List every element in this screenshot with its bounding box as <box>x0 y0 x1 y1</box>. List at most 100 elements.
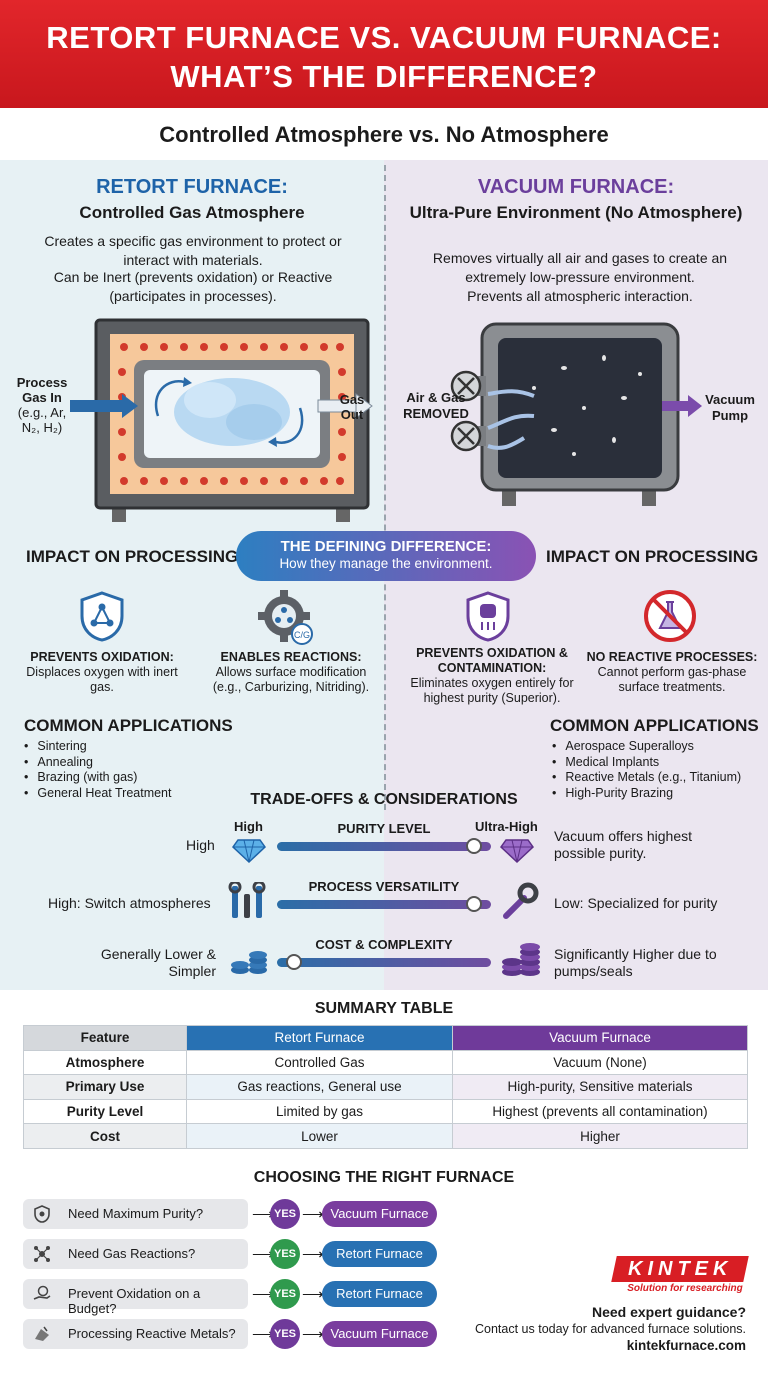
purity-left-tag: High <box>234 819 263 834</box>
retort-heading: RETORT FURNACE: <box>96 176 288 198</box>
column-header: Vacuum Furnace <box>452 1025 748 1051</box>
svg-text:C/G: C/G <box>294 630 310 640</box>
result-vacuum-furnace: Vacuum Furnace <box>322 1321 437 1347</box>
column-header: Retort Furnace <box>186 1025 453 1051</box>
summary-table: Feature Retort Furnace Vacuum Furnace At… <box>23 1025 748 1149</box>
versatility-slider-knob <box>465 896 482 912</box>
title-line-1: RETORT FURNACE VS. VACUUM FURNACE: <box>46 20 722 55</box>
purity-slider-track <box>277 842 491 851</box>
money-hand-icon <box>33 1285 51 1300</box>
title-banner: RETORT FURNACE VS. VACUUM FURNACE: WHAT’… <box>0 0 768 108</box>
arrow-icon: ⟶ <box>302 1206 324 1223</box>
kintek-logo: KINTEK <box>611 1256 749 1282</box>
shield-molecule-icon <box>80 591 124 642</box>
molecule-icon <box>34 1246 50 1262</box>
flow-arrow-1 <box>154 380 185 417</box>
cost-left-text: Generally Lower & Simpler <box>100 946 216 979</box>
impact-item: NO REACTIVE PROCESSES: Cannot perform ga… <box>586 650 758 694</box>
cta-text: Contact us today for advanced furnace so… <box>475 1322 746 1336</box>
vacuum-desc-1: Removes virtually all air and gases to c… <box>432 250 728 285</box>
arrow-icon: ⟶ <box>302 1326 324 1343</box>
cta-title: Need expert guidance? <box>591 1304 746 1320</box>
extract-arrow-2 <box>487 413 535 430</box>
metal-icon <box>35 1326 49 1341</box>
shield-heater-icon <box>466 591 510 642</box>
cost-slider-knob <box>286 954 303 970</box>
choosing-heading: CHOOSING THE RIGHT FURNACE <box>253 1169 515 1186</box>
retort-desc-2: Can be Inert (prevents oxidation) or Rea… <box>53 269 333 304</box>
table-row: Atmosphere Controlled Gas Vacuum (None) <box>23 1049 748 1076</box>
decision-question: Need Maximum Purity? <box>23 1199 248 1229</box>
retort-apps-heading: COMMON APPLICATIONS <box>24 716 233 735</box>
list-item: High-Purity Brazing <box>552 786 741 802</box>
versatility-slider-track <box>277 900 491 909</box>
defining-text: How they manage the environment. <box>279 556 493 571</box>
arrow-icon: ⟶ <box>302 1246 324 1263</box>
vacuum-header: VACUUM FURNACE: Ultra-Pure Environment (… <box>384 176 768 223</box>
wrench-icon <box>503 882 539 919</box>
list-item: Sintering <box>24 739 172 755</box>
versatility-right-text: Low: Specialized for purity <box>554 895 718 911</box>
vacuum-impact-heading: IMPACT ON PROCESSING <box>546 547 759 566</box>
heating-elements <box>118 343 346 485</box>
tools-icon <box>228 882 266 918</box>
retort-desc-1: Creates a specific gas environment to pr… <box>44 233 342 268</box>
versatility-label: PROCESS VERSATILITY <box>308 879 460 894</box>
table-row: Cost Lower Higher <box>23 1123 748 1149</box>
retort-apps-list: Sintering Annealing Brazing (with gas) G… <box>24 739 172 802</box>
furnace-leg-left <box>112 508 126 522</box>
gas-in-arrow <box>70 400 124 412</box>
shield-icon <box>34 1205 50 1223</box>
result-retort-furnace: Retort Furnace <box>322 1281 437 1307</box>
retort-furnace-diagram <box>70 318 373 522</box>
no-flask-icon <box>644 590 696 642</box>
yes-badge: YES <box>270 1239 300 1269</box>
result-vacuum-furnace: Vacuum Furnace <box>322 1201 437 1227</box>
vacuum-chamber <box>498 338 662 478</box>
versatility-left-text: High: Switch atmospheres <box>48 895 211 911</box>
list-item: Annealing <box>24 755 172 771</box>
title-line-2: WHAT’S THE DIFFERENCE? <box>170 59 598 94</box>
decision-question: Processing Reactive Metals? <box>23 1319 248 1349</box>
column-header: Feature <box>23 1025 187 1051</box>
arrow-icon: ⟶ <box>302 1286 324 1303</box>
yes-badge: YES <box>270 1319 300 1349</box>
table-header-row: Feature Retort Furnace Vacuum Furnace <box>23 1025 748 1051</box>
vacuum-desc-2: Prevents all atmospheric interaction. <box>467 288 693 304</box>
defining-difference-badge: THE DEFINING DIFFERENCE: How they manage… <box>236 531 536 581</box>
impact-item: PREVENTS OXIDATION & CONTAMINATION: Elim… <box>410 646 574 705</box>
extract-arrow-1 <box>487 389 535 398</box>
extract-arrow-3 <box>487 436 526 450</box>
brand-tagline: Solution for researching <box>627 1283 743 1294</box>
coins-stack-icon <box>502 943 540 976</box>
result-retort-furnace: Retort Furnace <box>322 1241 437 1267</box>
retort-subheading: Controlled Gas Atmosphere <box>79 203 305 222</box>
arrow-icon: ⟶ <box>252 1286 274 1303</box>
list-item: Reactive Metals (e.g., Titanium) <box>552 770 741 786</box>
vacuum-apps-heading: COMMON APPLICATIONS <box>550 716 759 735</box>
impact-item: ENABLES REACTIONS: Allows surface modifi… <box>212 650 370 694</box>
purity-label: PURITY LEVEL <box>337 821 431 836</box>
decision-question: Prevent Oxidation on a Budget? <box>23 1279 248 1316</box>
website-link[interactable]: kintekfurnace.com <box>626 1338 746 1353</box>
purity-slider-knob <box>465 838 482 854</box>
purity-right-tag: Ultra-High <box>475 819 538 834</box>
furnace-leg-right <box>336 508 350 522</box>
retort-impact-heading: IMPACT ON PROCESSING <box>26 547 239 566</box>
list-item: General Heat Treatment <box>24 786 171 802</box>
diamond-icon <box>500 839 534 864</box>
arrow-icon: ⟶ <box>252 1206 274 1223</box>
gear-chemistry-icon: C/G <box>258 590 313 645</box>
coins-icon <box>231 951 267 974</box>
page-title: RETORT FURNACE VS. VACUUM FURNACE: WHAT’… <box>0 0 768 96</box>
page-subtitle: Controlled Atmosphere vs. No Atmosphere <box>159 122 609 147</box>
vacuum-subheading: Ultra-Pure Environment (No Atmosphere) <box>409 203 743 222</box>
vacuum-furnace-diagram <box>450 322 702 506</box>
arrow-icon: ⟶ <box>252 1246 274 1263</box>
gas-out-arrow <box>355 393 373 419</box>
list-item: Brazing (with gas) <box>24 770 172 786</box>
